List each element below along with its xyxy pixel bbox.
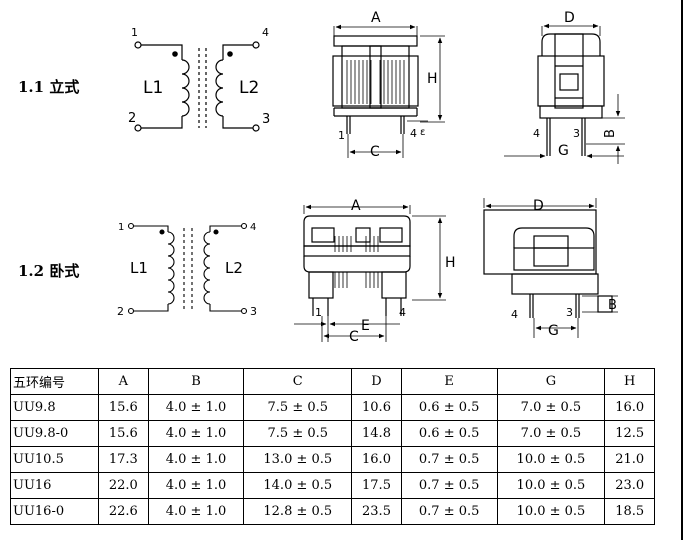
dim-c-label: C [370, 144, 380, 160]
table-cell: 7.0 ± 0.5 [496, 394, 606, 421]
table-cell: 14.8 [351, 420, 402, 447]
table-cell: UU9.8 [9, 394, 100, 421]
table-cell: 10.0 ± 0.5 [496, 472, 606, 499]
svg-text:3: 3 [573, 127, 580, 140]
svg-text:3: 3 [566, 306, 573, 319]
table-cell: 4.0 ± 1.0 [147, 446, 245, 473]
table-row: UU16-0 22.6 4.0 ± 1.0 12.8 ± 0.5 23.5 0.… [9, 498, 655, 525]
table-cell: 7.5 ± 0.5 [243, 420, 353, 447]
header-cell: G [496, 368, 606, 395]
dim-b-label-h: B [608, 298, 617, 313]
dim-b-label: B [603, 129, 618, 138]
horizontal-front-view [294, 204, 446, 342]
table-cell: 23.0 [604, 472, 655, 499]
table-cell: 4.0 ± 1.0 [147, 394, 245, 421]
svg-text:1: 1 [315, 306, 322, 319]
header-cell: 五环编号 [9, 368, 100, 395]
spec-table: 五环编号 A B C D E G H UU9.8 15.6 4.0 ± 1.0 … [9, 368, 655, 525]
table-cell: 7.5 ± 0.5 [243, 394, 353, 421]
table-cell: 7.0 ± 0.5 [496, 420, 606, 447]
table-cell: 22.0 [98, 472, 149, 499]
pin-4-label: 4 [262, 26, 269, 39]
svg-text:4: 4 [410, 127, 417, 140]
dim-h-label-h: H [445, 255, 456, 271]
table-row: UU16 22.0 4.0 ± 1.0 14.0 ± 0.5 17.5 0.7 … [9, 472, 655, 499]
svg-text:4: 4 [533, 127, 540, 140]
table-cell: 17.3 [98, 446, 149, 473]
dim-a-label: A [371, 10, 381, 26]
header-cell: C [243, 368, 353, 395]
coil-l1-label: L1 [143, 78, 163, 98]
table-cell: 0.7 ± 0.5 [400, 498, 498, 525]
horizontal-side-view [483, 198, 618, 338]
schematic-vertical [134, 41, 260, 132]
table-cell: 15.6 [98, 420, 149, 447]
table-cell: 10.0 ± 0.5 [496, 498, 606, 525]
table-row: UU9.8 15.6 4.0 ± 1.0 7.5 ± 0.5 10.6 0.6 … [9, 394, 655, 421]
dim-g-label-h: G [548, 323, 559, 339]
svg-text:ε: ε [420, 127, 425, 138]
table-cell: UU9.8-0 [9, 420, 100, 447]
table-cell: 0.7 ± 0.5 [400, 472, 498, 499]
table-cell: 4.0 ± 1.0 [147, 472, 245, 499]
pin-1-label: 1 [131, 26, 138, 39]
schematic-horizontal [127, 222, 248, 315]
table-row: UU9.8-0 15.6 4.0 ± 1.0 7.5 ± 0.5 14.8 0.… [9, 420, 655, 447]
right-border [681, 0, 683, 540]
header-cell: B [147, 368, 245, 395]
pin-2-label-h: 2 [117, 305, 124, 318]
svg-text:1: 1 [338, 129, 345, 142]
header-cell: H [604, 368, 655, 395]
vertical-side-view [504, 23, 625, 164]
dim-a-label-h: A [351, 198, 361, 214]
pin-4-label-h: 4 [250, 222, 256, 233]
section-label-horizontal: 1.2 卧式 [18, 262, 80, 280]
drawings: 1 2 3 4 L1 L2 [117, 10, 625, 345]
table-cell: 4.0 ± 1.0 [147, 498, 245, 525]
pin-1-label-h: 1 [118, 222, 124, 233]
coil-l2-label: L2 [239, 78, 259, 98]
header-cell: A [98, 368, 149, 395]
table-cell: 12.8 ± 0.5 [243, 498, 353, 525]
pin-3-label: 3 [262, 112, 270, 127]
table-cell: UU10.5 [9, 446, 100, 473]
svg-text:4: 4 [399, 306, 406, 319]
table-cell: 4.0 ± 1.0 [147, 420, 245, 447]
section-label-vertical: 1.1 立式 [18, 78, 80, 96]
dim-c-label-h: C [349, 329, 359, 345]
table-cell: 15.6 [98, 394, 149, 421]
svg-text:4: 4 [511, 308, 518, 321]
table-row: UU10.5 17.3 4.0 ± 1.0 13.0 ± 0.5 16.0 0.… [9, 446, 655, 473]
table-cell: UU16 [9, 472, 100, 499]
table-cell: 10.0 ± 0.5 [496, 446, 606, 473]
coil-l2-label-h: L2 [225, 259, 243, 277]
table-cell: 13.0 ± 0.5 [243, 446, 353, 473]
dim-d-label: D [564, 10, 575, 26]
pin-2-label: 2 [128, 111, 136, 126]
table-cell: 23.5 [351, 498, 402, 525]
table-header-row: 五环编号 A B C D E G H [9, 368, 655, 395]
coil-l1-label-h: L1 [130, 259, 148, 277]
table-cell: 14.0 ± 0.5 [243, 472, 353, 499]
table-cell: 16.0 [604, 394, 655, 421]
header-cell: E [400, 368, 498, 395]
table-cell: 18.5 [604, 498, 655, 525]
table-cell: 12.5 [604, 420, 655, 447]
pin-3-label-h: 3 [250, 305, 257, 318]
dim-d-label-h: D [533, 198, 544, 214]
dim-g-label: G [558, 143, 569, 159]
table-cell: 17.5 [351, 472, 402, 499]
table-cell: 10.6 [351, 394, 402, 421]
table-cell: 0.7 ± 0.5 [400, 446, 498, 473]
table-cell: 22.6 [98, 498, 149, 525]
table-cell: 16.0 [351, 446, 402, 473]
table-cell: 0.6 ± 0.5 [400, 420, 498, 447]
header-cell: D [351, 368, 402, 395]
table-cell: UU16-0 [9, 498, 100, 525]
table-cell: 21.0 [604, 446, 655, 473]
dim-e-label: E [361, 318, 370, 334]
dim-h-label: H [427, 71, 438, 87]
vertical-front-view [332, 24, 445, 158]
table-cell: 0.6 ± 0.5 [400, 394, 498, 421]
